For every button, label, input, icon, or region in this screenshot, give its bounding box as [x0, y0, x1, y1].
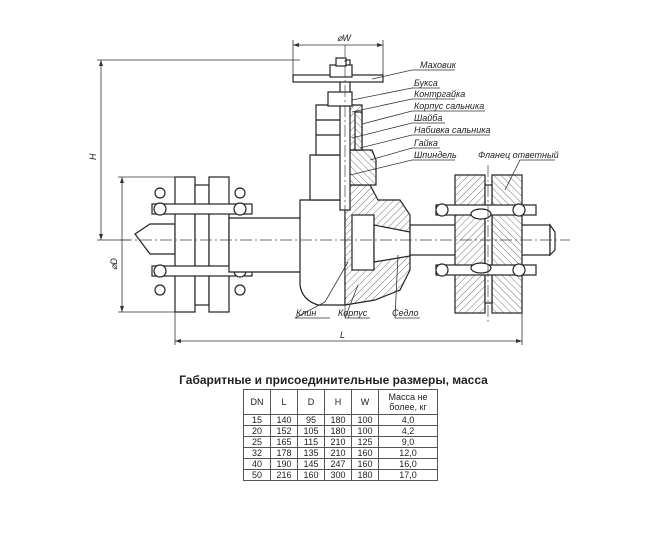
label-counter-flange: Фланец ответный: [478, 150, 559, 160]
table-cell: 100: [351, 425, 379, 437]
table-cell: 4,2: [378, 425, 438, 437]
table-cell: 140: [270, 414, 298, 426]
valve-drawing: Маховик Букса Контргайка Корпус сальника…: [88, 33, 570, 345]
label-wedge: Клин: [296, 308, 316, 318]
header-cell: H: [324, 389, 352, 415]
table-cell: 145: [297, 458, 325, 470]
header-cell: L: [270, 389, 298, 415]
leader-lines: [294, 69, 555, 319]
table-cell: 20: [243, 425, 271, 437]
dim-h-label: H: [88, 153, 98, 160]
table-cell: 160: [297, 469, 325, 481]
part-labels: Маховик Букса Контргайка Корпус сальника…: [296, 60, 559, 318]
table-title: Габаритные и присоединительные размеры, …: [179, 373, 488, 387]
table-cell: 50: [243, 469, 271, 481]
label-washer: Шайба: [414, 113, 442, 123]
table-cell: 180: [351, 469, 379, 481]
label-packing: Набивка сальника: [414, 125, 490, 135]
table-cell: 135: [297, 447, 325, 459]
center-lines: [120, 45, 570, 325]
dimension-arrows: [99, 43, 522, 343]
table-cell: 160: [351, 447, 379, 459]
dim-d-label: ⌀D: [109, 258, 119, 270]
table-cell: 15: [243, 414, 271, 426]
table-cell: 180: [324, 414, 352, 426]
handwheel: [292, 57, 384, 83]
dim-l-label: L: [340, 330, 345, 340]
label-handwheel: Маховик: [420, 60, 457, 70]
table-cell: 210: [324, 447, 352, 459]
table-cell: 152: [270, 425, 298, 437]
valve-body: [299, 104, 346, 306]
table-cell: 100: [351, 414, 379, 426]
label-spindle: Шпиндель: [414, 150, 457, 160]
header-cell: D: [297, 389, 325, 415]
counter-flange-section: [409, 174, 556, 314]
table-cell: 12,0: [378, 447, 438, 459]
valve-body-section: [344, 104, 411, 306]
label-nut: Гайка: [414, 138, 438, 148]
table-cell: 247: [324, 458, 352, 470]
table-cell: 178: [270, 447, 298, 459]
table-cell: 40: [243, 458, 271, 470]
label-bushing: Букса: [414, 78, 438, 88]
table-cell: 115: [297, 436, 325, 448]
table-cell: 105: [297, 425, 325, 437]
table-cell: 9,0: [378, 436, 438, 448]
label-locknut: Контргайка: [414, 89, 465, 99]
table-cell: 300: [324, 469, 352, 481]
label-seat: Седло: [392, 308, 418, 318]
table-cell: 16,0: [378, 458, 438, 470]
table-cell: 32: [243, 447, 271, 459]
table-cell: 25: [243, 436, 271, 448]
table-cell: 216: [270, 469, 298, 481]
left-flange: [134, 176, 253, 313]
table-cell: 180: [324, 425, 352, 437]
label-body: Корпус: [338, 308, 368, 318]
table-header-row: DN L D H W Масса не более, кг: [243, 389, 438, 415]
table-cell: 17,0: [378, 469, 438, 481]
table-cell: 95: [297, 414, 325, 426]
dimension-lines: [97, 40, 523, 345]
table-cell: 160: [351, 458, 379, 470]
dim-w-label: ⌀W: [337, 33, 352, 43]
table-cell: 125: [351, 436, 379, 448]
header-cell: Масса не более, кг: [378, 389, 438, 415]
label-gland-body: Корпус сальника: [414, 101, 484, 111]
table-cell: 165: [270, 436, 298, 448]
table-cell: 190: [270, 458, 298, 470]
header-cell: W: [351, 389, 379, 415]
table-cell: 4,0: [378, 414, 438, 426]
table-cell: 210: [324, 436, 352, 448]
header-cell: DN: [243, 389, 271, 415]
